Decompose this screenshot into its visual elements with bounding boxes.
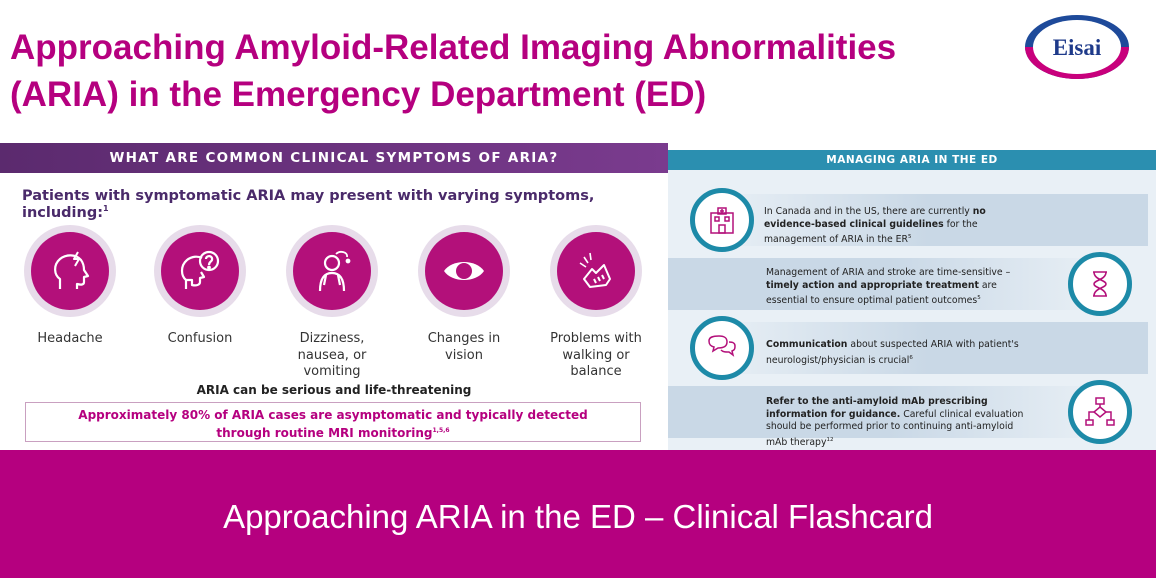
managing-heading: MANAGING ARIA IN THE ED (668, 150, 1156, 170)
symptoms-panel: WHAT ARE COMMON CLINICAL SYMPTOMS OF ARI… (0, 143, 668, 450)
managing-panel: MANAGING ARIA IN THE ED In Canada and in… (668, 150, 1156, 450)
serious-warning: ARIA can be serious and life-threatening (196, 383, 472, 397)
title-line-1: Approaching Amyloid-Related Imaging Abno… (10, 28, 897, 67)
footer-title: Approaching ARIA in the ED – Clinical Fl… (223, 498, 933, 535)
hourglass-icon (1068, 252, 1132, 316)
eisai-logo: Eisai (1022, 12, 1132, 82)
speech-bubbles-icon (690, 316, 754, 380)
symptom-walking: Problems with walking or balance (531, 225, 661, 381)
hospital-icon (690, 188, 754, 252)
managing-text-3: Communication about suspected ARIA with … (766, 339, 1019, 366)
question-head-icon (180, 250, 220, 289)
asymptomatic-note: Approximately 80% of ARIA cases are asym… (25, 402, 641, 442)
managing-row (708, 194, 1148, 246)
managing-row (668, 386, 1108, 438)
symptom-confusion: Confusion (135, 225, 265, 348)
symptoms-heading: WHAT ARE COMMON CLINICAL SYMPTOMS OF ARI… (0, 143, 668, 173)
page-title: Approaching Amyloid-Related Imaging Abno… (10, 24, 1010, 118)
managing-text-4: Refer to the anti-amyloid mAb prescribin… (766, 396, 1024, 448)
shoe-icon (579, 252, 611, 288)
flowchart-icon (1068, 380, 1132, 444)
symptom-dizziness: Dizziness, nausea, or vomiting (267, 225, 397, 381)
managing-row (708, 322, 1148, 374)
symptom-vision: Changes in vision (399, 225, 529, 364)
eye-icon (444, 262, 484, 280)
managing-text-2: Management of ARIA and stroke are time-s… (766, 267, 1011, 307)
symptom-headache: Headache (5, 225, 135, 348)
symptoms-intro: Patients with symptomatic ARIA may prese… (22, 188, 595, 221)
dizzy-person-icon (318, 250, 351, 292)
head-pain-icon (54, 251, 90, 289)
managing-row (668, 258, 1108, 310)
managing-text-1: In Canada and in the US, there are curre… (764, 206, 986, 246)
title-line-2: (ARIA) in the Emergency Department (ED) (10, 75, 707, 114)
footer-banner: Approaching ARIA in the ED – Clinical Fl… (0, 450, 1156, 578)
svg-text:Eisai: Eisai (1053, 35, 1102, 60)
